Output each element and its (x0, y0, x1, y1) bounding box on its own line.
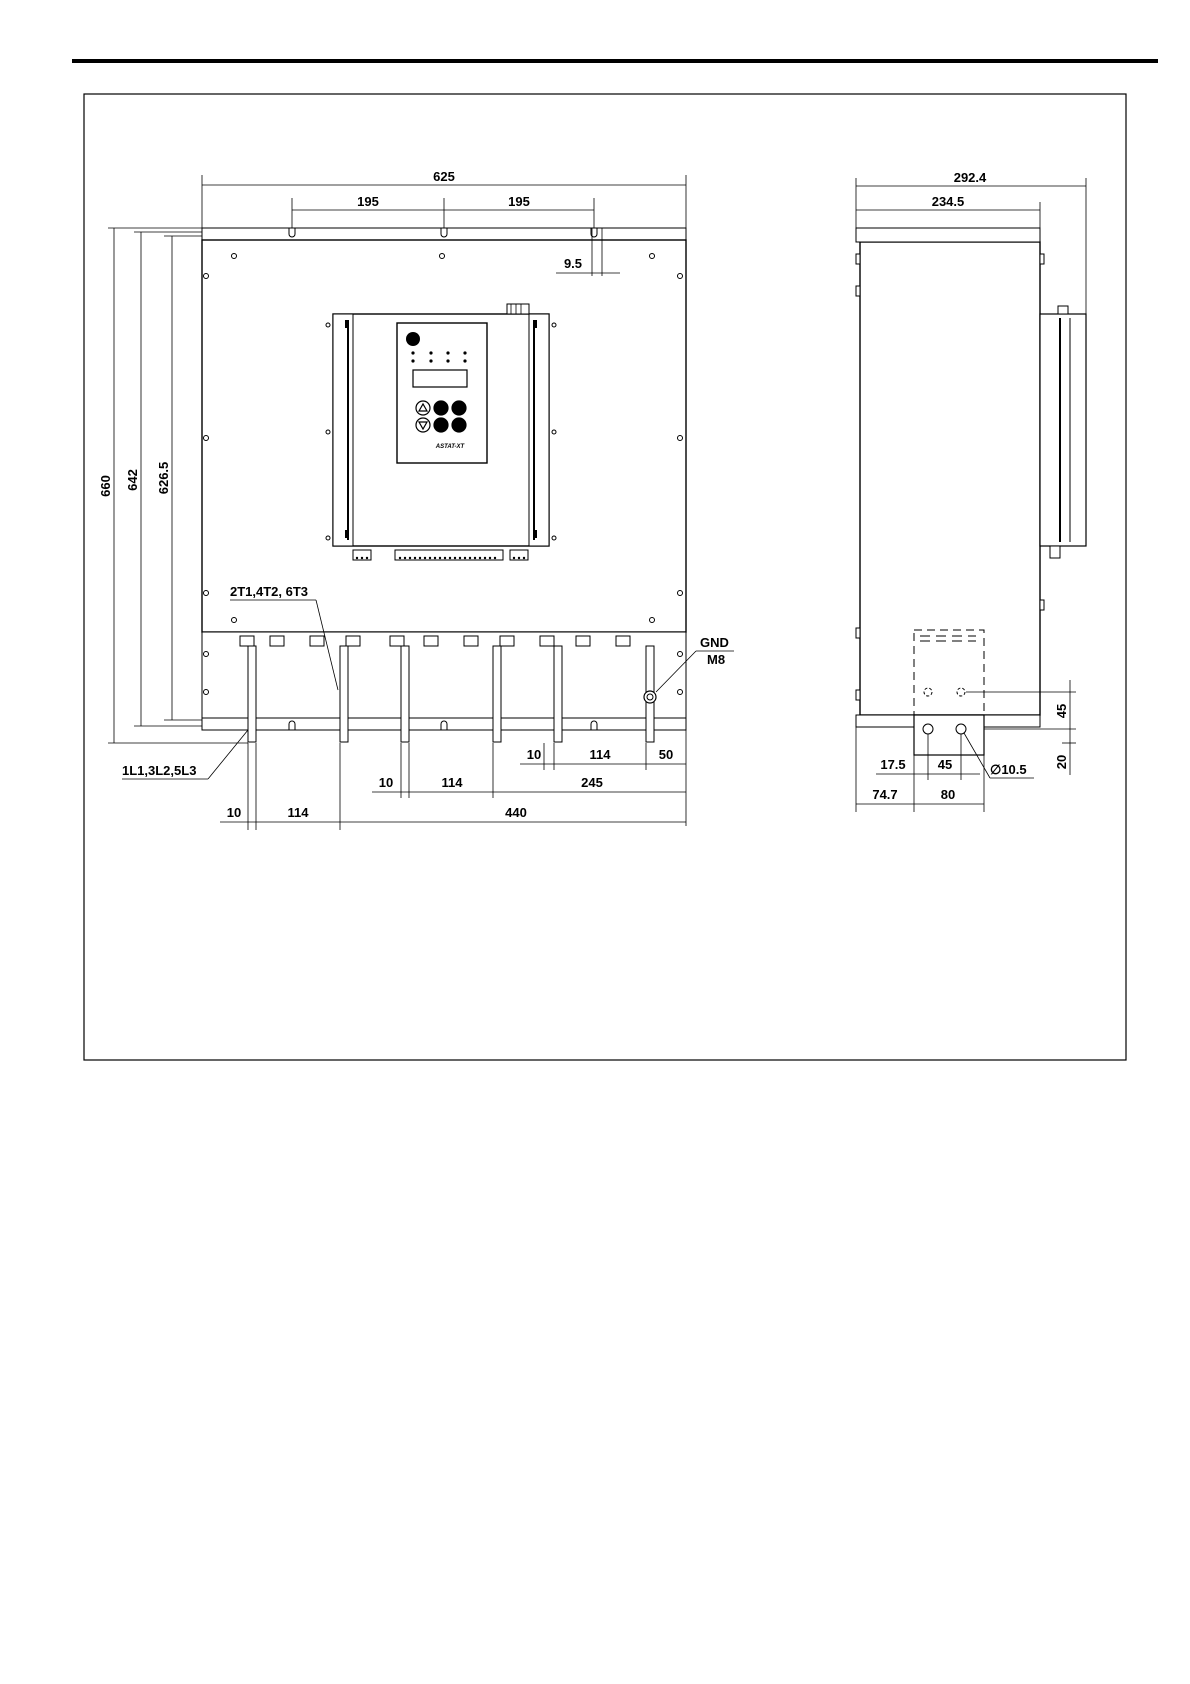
dim-side-45-vertical: 45 (1054, 704, 1069, 718)
dim-side-74-7: 74.7 (872, 787, 897, 802)
dim-depth-body: 234.5 (932, 194, 965, 209)
mount-hole-left (923, 724, 933, 734)
dim-height-626: 626.5 (156, 462, 171, 495)
side-view: 292.4 234.5 45 20 17.5 45 ∅10.5 74.7 80 (856, 170, 1086, 812)
dim-height-660: 660 (98, 475, 113, 497)
label-gnd-size: M8 (707, 652, 725, 667)
dim-side-20-vertical: 20 (1054, 755, 1069, 769)
side-module (1040, 314, 1086, 546)
dim-depth-total: 292.4 (954, 170, 987, 185)
dim-hole-spacing-left: 195 (357, 194, 379, 209)
bottom-flange (202, 718, 686, 730)
dim-bottom-r2-c: 245 (581, 775, 603, 790)
dim-bottom-r2-a: 10 (379, 775, 393, 790)
front-view: 9.5 (98, 169, 734, 830)
dim-side-80: 80 (941, 787, 955, 802)
dim-slot-offset: 9.5 (564, 256, 582, 271)
dim-bottom-r3-b: 114 (288, 805, 310, 820)
dim-bottom-r2-b: 114 (442, 775, 464, 790)
label-input-terminals: 1L1,3L2,5L3 (122, 763, 196, 778)
keypad-brand: ASTAT-XT (435, 444, 466, 450)
dim-side-45: 45 (938, 757, 952, 772)
dim-bottom-r3-a: 10 (227, 805, 241, 820)
dim-bottom-r1-b: 114 (590, 747, 612, 762)
label-output-terminals: 2T1,4T2, 6T3 (230, 584, 308, 599)
logo-icon (406, 332, 420, 346)
label-gnd: GND (700, 635, 729, 650)
dim-bottom-r1-c: 50 (659, 747, 673, 762)
dim-height-642: 642 (125, 469, 140, 491)
top-flange (202, 228, 686, 240)
mount-hole-right (956, 724, 966, 734)
enclosure-side (860, 242, 1040, 715)
dim-width-total: 625 (433, 169, 455, 184)
dim-side-17-5: 17.5 (880, 757, 905, 772)
dim-bottom-r3-c: 440 (505, 805, 527, 820)
keypad-display (413, 370, 467, 387)
dim-bottom-r1-a: 10 (527, 747, 541, 762)
dim-side-hole-dia: ∅10.5 (990, 762, 1027, 777)
dim-hole-spacing-right: 195 (508, 194, 530, 209)
